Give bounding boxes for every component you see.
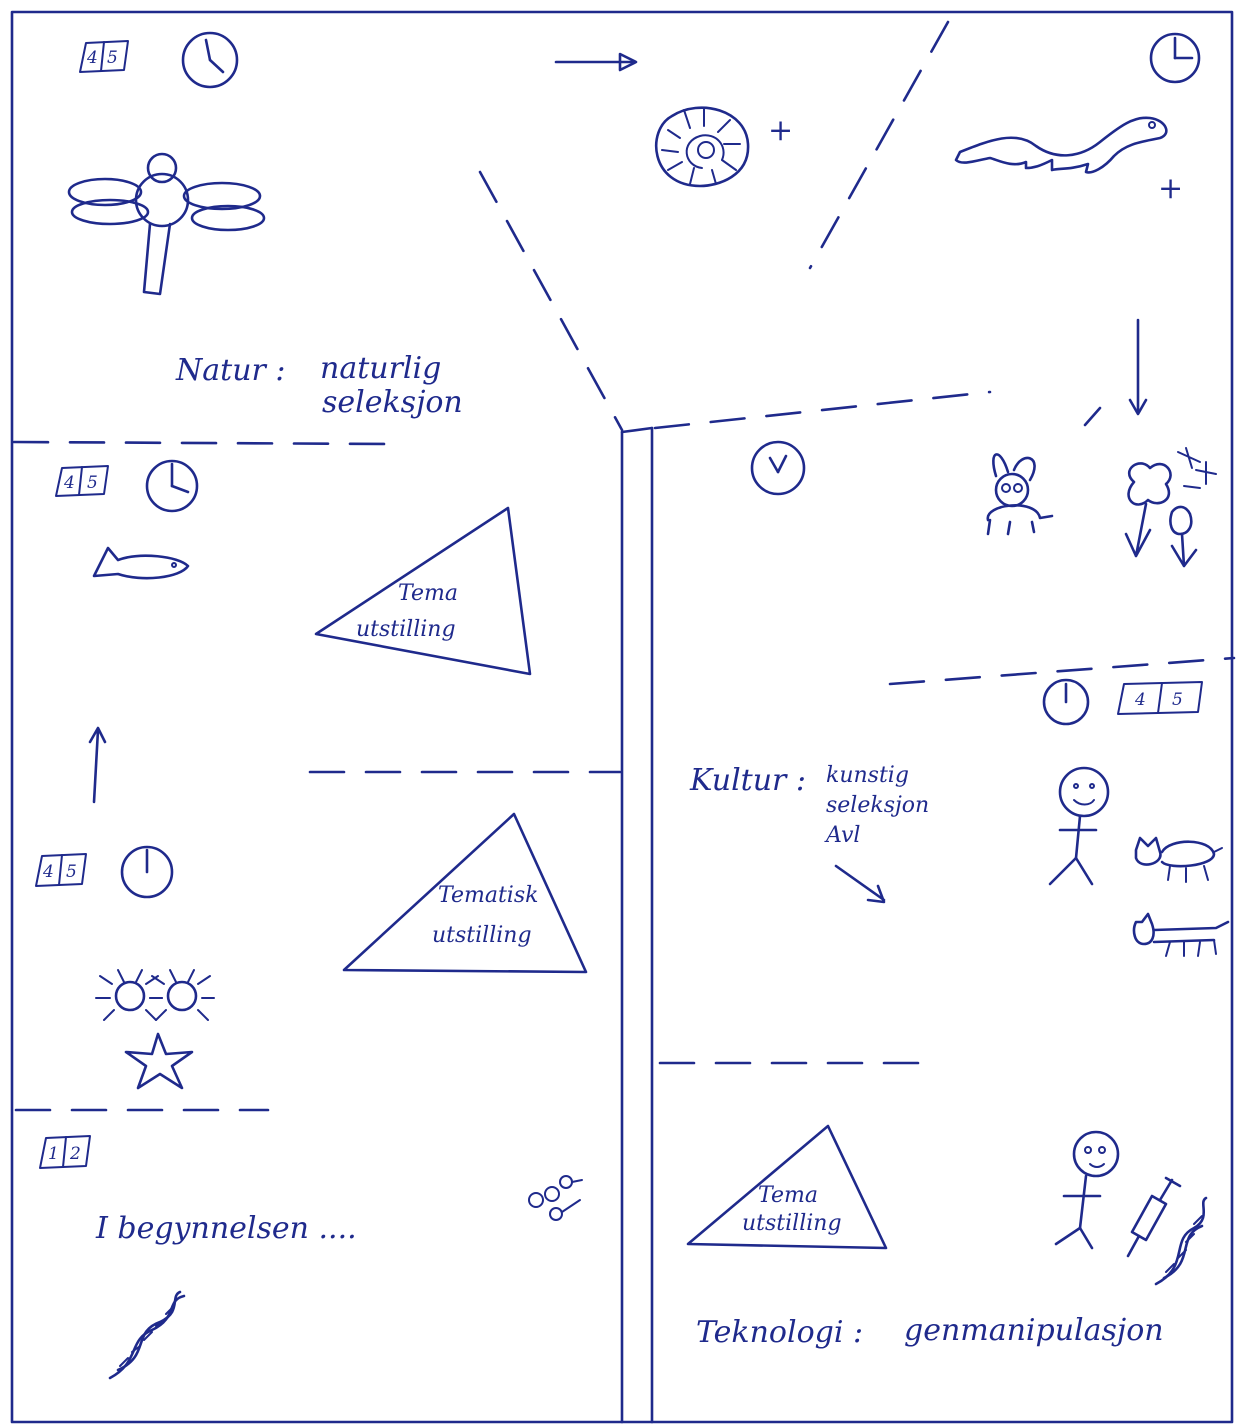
svg-text:Avl: Avl [824, 823, 860, 848]
svg-text:Tema: Tema [398, 581, 458, 606]
svg-text:5: 5 [87, 473, 98, 493]
ammonite-fossil-icon [656, 108, 748, 186]
flowers-icon [1126, 448, 1216, 566]
person-icon [1056, 1132, 1118, 1248]
extinct-mark-reptile: + [1158, 171, 1183, 206]
cat-icon [1136, 838, 1222, 882]
divider-diagonal-right [810, 22, 948, 268]
teknologi-label: Teknologi : genmanipulasjon [696, 1313, 1164, 1350]
fish-icon [94, 548, 188, 578]
svg-text:Teknologi :: Teknologi : [696, 1315, 863, 1350]
beetle-icon [150, 970, 214, 1020]
central-wall-top [622, 428, 652, 432]
svg-text:utstilling: utstilling [742, 1211, 842, 1236]
badge-natur: 4 5 [80, 41, 128, 72]
svg-text:4: 4 [1134, 690, 1146, 710]
clock-icon [1044, 680, 1088, 724]
tematisk-utstilling-triangle: Tematisk utstilling [344, 814, 586, 972]
badge-begynnelsen: 1 2 [40, 1136, 90, 1168]
begynnelsen-label: I begynnelsen .... [95, 1211, 357, 1246]
arrow-up-icon [90, 728, 105, 802]
badge-fish: 4 5 [56, 466, 108, 496]
svg-text:naturlig: naturlig [320, 351, 441, 386]
beetle-icon [96, 970, 162, 1020]
divider-natur [14, 442, 390, 444]
tema-utstilling-triangle-2: Tema utstilling [688, 1126, 886, 1248]
svg-text:utstilling: utstilling [356, 617, 456, 642]
svg-text:4: 4 [42, 862, 54, 882]
starfish-icon [126, 1034, 192, 1088]
clock-icon [752, 442, 804, 494]
svg-text:5: 5 [107, 48, 118, 68]
arrow-right-icon [556, 54, 636, 70]
svg-text:2: 2 [69, 1144, 81, 1164]
clock-icon [147, 461, 197, 511]
svg-text:5: 5 [66, 862, 77, 882]
syringe-icon [1128, 1178, 1180, 1256]
reptile-fossil-icon [956, 118, 1166, 173]
dragonfly-icon [69, 154, 264, 294]
arrow-down-icon [1130, 320, 1146, 414]
divider-diagonal-left [480, 172, 622, 430]
svg-text:Kultur :: Kultur : [689, 763, 806, 798]
svg-text:Tematisk: Tematisk [438, 883, 538, 908]
svg-text:utstilling: utstilling [432, 923, 532, 948]
svg-text:Natur :: Natur : [175, 353, 286, 388]
badge-kultur: 4 5 [1118, 682, 1202, 714]
clock-icon [122, 847, 172, 897]
svg-text:kunstig: kunstig [826, 763, 909, 788]
svg-text:4: 4 [86, 48, 98, 68]
divider-top-right-short [1085, 408, 1100, 425]
arrow-diagonal-icon [836, 866, 884, 902]
cells-icon [529, 1176, 582, 1220]
rabbit-icon [988, 454, 1052, 534]
svg-text:5: 5 [1172, 690, 1183, 710]
svg-text:genmanipulasjon: genmanipulasjon [904, 1313, 1164, 1348]
kultur-label: Kultur : kunstig seleksjon Avl [689, 763, 929, 848]
extinct-mark-ammonite: + [768, 113, 793, 148]
dog-icon [1134, 914, 1228, 956]
natur-label: Natur : naturlig seleksjon [175, 351, 463, 420]
clock-icon [1151, 34, 1199, 82]
badge-bugs: 4 5 [36, 854, 86, 886]
clock-icon [183, 33, 237, 87]
svg-text:Tema: Tema [758, 1183, 818, 1208]
dna-helix-icon [110, 1292, 184, 1378]
svg-text:1: 1 [48, 1144, 59, 1164]
svg-text:seleksjon: seleksjon [322, 385, 463, 420]
divider-top-right [655, 392, 990, 428]
svg-text:4: 4 [63, 473, 75, 493]
tema-utstilling-triangle-1: Tema utstilling [316, 508, 530, 674]
svg-text:seleksjon: seleksjon [826, 793, 929, 818]
person-icon [1050, 768, 1108, 884]
